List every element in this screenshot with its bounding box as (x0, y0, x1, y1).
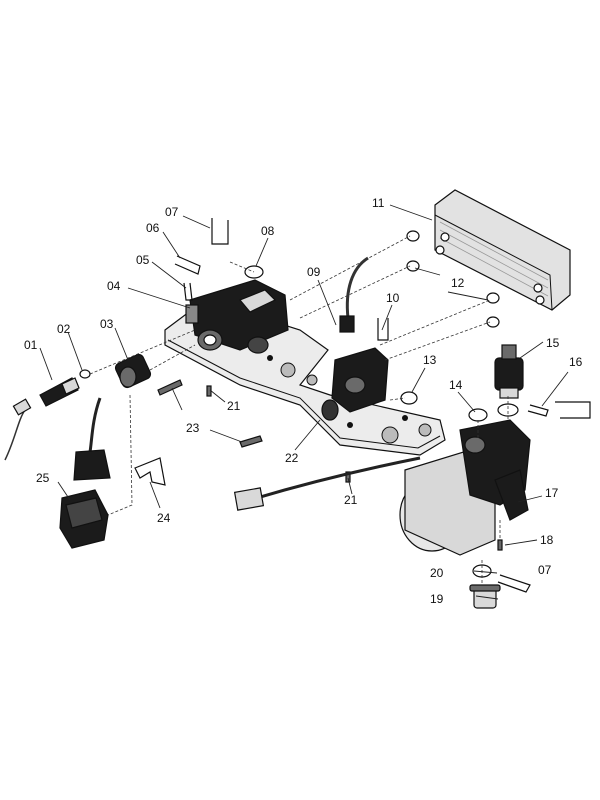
callout-25: 25 (36, 471, 50, 485)
callout-16: 16 (569, 355, 583, 369)
callout-17: 17 (545, 486, 559, 500)
callout-22: 22 (285, 451, 299, 465)
callout-23: 23 (186, 421, 200, 435)
callout-10: 10 (386, 291, 400, 305)
pump-connector (59, 397, 111, 549)
callout-05: 05 (136, 253, 150, 267)
left-fittings (4, 353, 152, 461)
callout-13: 13 (423, 353, 437, 367)
clips (134, 218, 591, 593)
circulation-pump (399, 419, 531, 556)
callout-08: 08 (261, 224, 275, 238)
callout-07-top: 07 (165, 205, 179, 219)
callout-14: 14 (449, 378, 463, 392)
plate-heat-exchanger (434, 189, 571, 311)
callout-labels: 01 02 03 04 05 06 07 07 08 09 10 11 12 1… (24, 196, 583, 606)
callout-04: 04 (107, 279, 121, 293)
callout-21-left: 21 (227, 399, 241, 413)
callout-11: 11 (372, 196, 385, 210)
centre-valve-block (321, 347, 389, 421)
callout-03: 03 (100, 317, 114, 331)
assembly-lines (89, 235, 509, 585)
callout-07-bottom: 07 (538, 563, 552, 577)
wiring-loom (233, 456, 421, 511)
callout-12: 12 (451, 276, 465, 290)
screws (157, 379, 503, 551)
callout-18: 18 (540, 533, 554, 547)
callout-06: 06 (146, 221, 160, 235)
outlet-fitting (469, 584, 501, 609)
callout-20: 20 (430, 566, 444, 580)
leader-lines (39, 204, 569, 600)
sensor-with-wire (339, 256, 369, 333)
air-vent (494, 344, 524, 399)
callout-15: 15 (546, 336, 560, 350)
callout-02: 02 (57, 322, 71, 336)
callout-19: 19 (430, 592, 444, 606)
callout-01: 01 (24, 338, 38, 352)
callout-24: 24 (157, 511, 171, 525)
diverter-valve-block (185, 279, 289, 354)
callout-21-right: 21 (344, 493, 358, 507)
callout-09: 09 (307, 265, 321, 279)
